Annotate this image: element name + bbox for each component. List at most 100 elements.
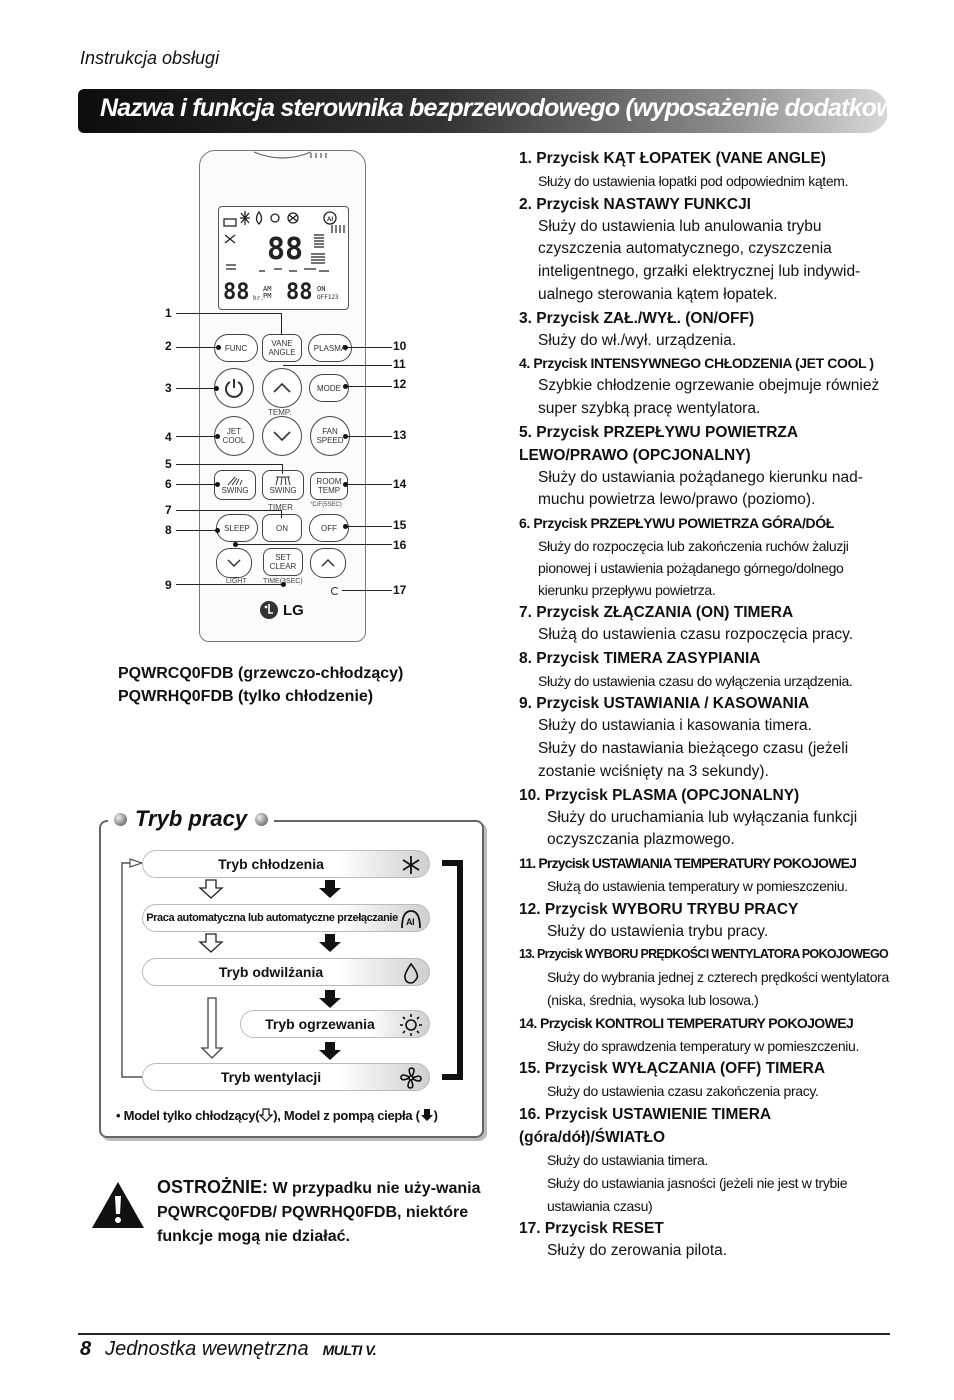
set-clear-label-2: CLEAR — [269, 562, 297, 571]
callout-line — [346, 484, 392, 485]
chevron-up-icon — [273, 382, 291, 393]
list-item: 7. Przycisk ZŁĄCZANIA (ON) TIMERA Służą … — [519, 601, 889, 647]
item-title: 14. Przycisk KONTROLI TEMPERATURY POKOJO… — [519, 1014, 854, 1031]
mode-auto: Praca automatyczna lub automatyczne prze… — [142, 904, 430, 932]
sleep-button[interactable]: SLEEP — [216, 514, 258, 542]
item-desc: Służy do ustawienia lub anulowania trybu… — [538, 217, 861, 303]
mode-heating: Tryb ogrzewania — [240, 1010, 430, 1038]
item-title: 11. Przycisk USTAWIANIA TEMPERATURY POKO… — [519, 854, 857, 871]
water-drop-icon — [397, 960, 425, 986]
item-title: 12. Przycisk WYBORU TRYBU PRACY — [519, 900, 799, 918]
callout-line — [346, 436, 392, 437]
mode-button[interactable]: MODE — [309, 374, 349, 402]
callout-number: 11 — [393, 357, 406, 371]
mode-heating-label: Tryb ogrzewania — [265, 1016, 375, 1032]
callout-number: 7 — [165, 503, 172, 517]
svg-text:88: 88 — [286, 280, 313, 305]
chevron-up-icon — [321, 558, 335, 567]
timer-label: TIMER — [268, 503, 293, 512]
item-title: 2. Przycisk NASTAWY FUNKCJI — [519, 195, 751, 213]
document-header-label: Instrukcja obsługi — [80, 48, 220, 68]
func-button[interactable]: FUNC — [214, 334, 258, 362]
callout-line — [176, 464, 283, 465]
mode-fan: Tryb wentylacji — [142, 1063, 430, 1091]
list-item: 13. Przycisk WYBORU PRĘDKOŚCI WENTYLATOR… — [519, 943, 889, 1011]
chevron-down-icon — [273, 431, 291, 442]
mode-footnote: • Model tylko chłodzący(), Model z pompą… — [116, 1108, 438, 1123]
callout-dot — [343, 524, 348, 529]
temp-down-button[interactable] — [262, 416, 302, 456]
fan-speed-label-1: FAN — [322, 427, 338, 436]
callout-line — [282, 464, 283, 474]
power-button[interactable] — [214, 368, 254, 408]
lg-logo: LG — [259, 600, 304, 620]
callout-dot — [216, 345, 221, 350]
room-temp-button[interactable]: ROOM TEMP — [310, 472, 348, 500]
item-desc: Służy do ustawiania jasności (jeżeli nie… — [547, 1174, 848, 1214]
room-temp-label-1: ROOM — [316, 477, 342, 486]
item-title: 13. Przycisk WYBORU PRĘDKOŚCI WENTYLATOR… — [519, 947, 889, 962]
swing-ud-icon — [275, 476, 291, 485]
callout-line — [176, 510, 282, 511]
lcd-on: ON — [317, 285, 326, 293]
lcd-hr: hr. — [253, 295, 264, 302]
callout-line — [176, 584, 283, 585]
callout-number: 15 — [393, 518, 407, 532]
timer-on-button[interactable]: ON — [262, 514, 302, 542]
callout-line — [342, 590, 392, 591]
sun-icon — [397, 1012, 425, 1038]
reset-button[interactable] — [331, 587, 339, 595]
callout-number: 14 — [393, 477, 407, 491]
callout-line — [176, 530, 218, 531]
item-title: 8. Przycisk TIMERA ZASYPIANIA — [519, 649, 761, 667]
callout-dot — [281, 582, 286, 587]
callout-line — [283, 365, 392, 366]
list-item: 15. Przycisk WYŁĄCZANIA (OFF) TIMERA Słu… — [519, 1057, 889, 1103]
lg-logo-icon — [260, 601, 278, 619]
lcd-am: AM — [263, 285, 272, 293]
callout-line — [281, 510, 282, 518]
callout-number: 17 — [393, 583, 407, 597]
list-item: 4. Przycisk INTENSYWNEGO CHŁODZENIA (JET… — [519, 352, 889, 420]
power-icon — [225, 379, 243, 398]
timer-down-button[interactable] — [216, 548, 252, 578]
time-label: TIME(3SEC) — [263, 578, 303, 585]
brand-logo: MULTI V. — [322, 1342, 377, 1358]
set-clear-label-1: SET — [275, 553, 291, 562]
list-item: 17. Przycisk RESET Służy do zerowania pi… — [519, 1217, 889, 1263]
footnote-part-1: • Model tylko chłodzący( — [116, 1108, 260, 1123]
list-item: 6. Przycisk PRZEPŁYWU POWIETRZA GÓRA/DÓŁ… — [519, 512, 889, 601]
list-item: 14. Przycisk KONTROLI TEMPERATURY POKOJO… — [519, 1012, 889, 1058]
item-title: 16. Przycisk USTAWIENIE TIMERA (góra/dół… — [519, 1106, 771, 1147]
bullet-ball-icon — [255, 812, 269, 826]
svg-text:AI: AI — [406, 917, 414, 927]
callout-line — [346, 526, 392, 527]
callout-number: 12 — [393, 377, 407, 391]
list-item: 2. Przycisk NASTAWY FUNKCJI Służy do ust… — [519, 193, 889, 307]
caution-text: W przypadku nie uży-wania PQWRCQ0FDB/ PQ… — [157, 1180, 481, 1245]
jet-cool-button[interactable]: JET COOL — [214, 416, 254, 456]
mode-auto-label: Praca automatyczna lub automatyczne prze… — [146, 912, 398, 924]
swing-vertical-button[interactable]: SWING — [262, 470, 304, 500]
list-item: 5. Przycisk PRZEPŁYWU POWIETRZA LEWO/PRA… — [519, 421, 889, 512]
swing-horizontal-button[interactable]: SWING — [214, 470, 256, 500]
item-desc: Służy do wybrania jednej z czterech pręd… — [547, 969, 889, 1009]
callout-number: 4 — [165, 430, 172, 444]
temp-up-button[interactable] — [262, 368, 302, 408]
vane-angle-button[interactable]: VANE ANGLE — [262, 334, 302, 362]
set-clear-button[interactable]: SET CLEAR — [263, 548, 303, 576]
item-title: 4. Przycisk INTENSYWNEGO CHŁODZENIA (JET… — [519, 355, 874, 372]
timer-up-button[interactable] — [310, 548, 346, 578]
item-desc: Służy do nastawiania bieżącego czasu (je… — [538, 740, 849, 780]
outline-arrow-down-icon — [258, 1108, 274, 1122]
callout-number: 16 — [393, 538, 407, 552]
operation-mode-title-text: Tryb pracy — [135, 806, 248, 831]
item-desc: Służy do ustawienia trybu pracy. — [547, 922, 769, 940]
callout-dot — [343, 482, 348, 487]
timer-off-button[interactable]: OFF — [309, 514, 349, 542]
swing-horizontal-label: SWING — [221, 485, 249, 495]
list-item: 10. Przycisk PLASMA (OPCJONALNY) Służy d… — [519, 784, 889, 852]
item-desc: Służy do wł./wył. urządzenia. — [538, 331, 737, 349]
callout-dot — [343, 434, 348, 439]
lcd-segments-icon: AI 88 88 88 — [223, 210, 345, 305]
